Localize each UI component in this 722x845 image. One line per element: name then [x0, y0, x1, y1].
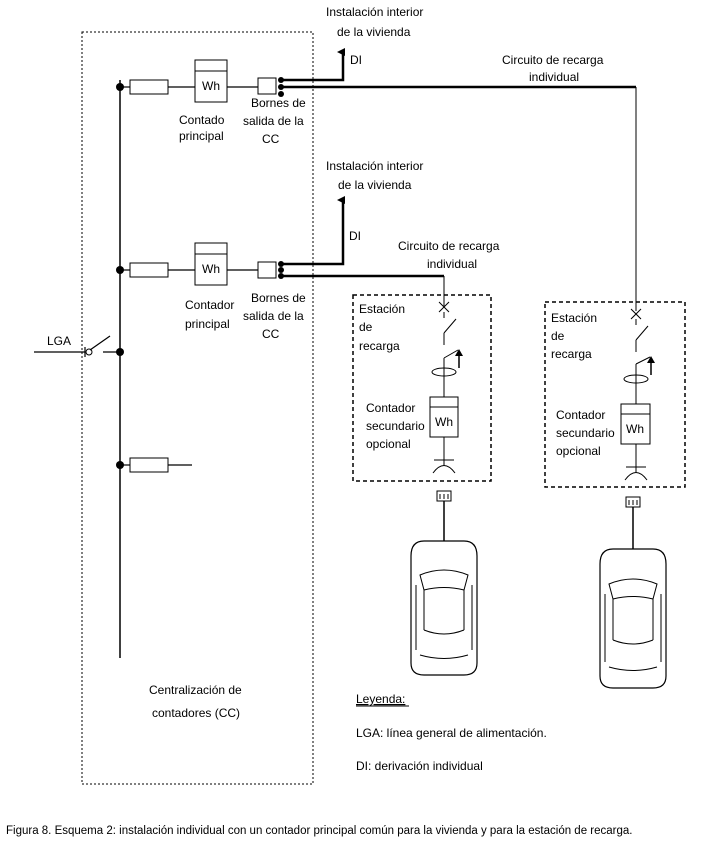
inst-mid-line1: Instalación interior — [326, 159, 423, 173]
terminal-mid — [257, 261, 277, 279]
di-top-line — [281, 48, 345, 82]
car-1 — [410, 540, 478, 676]
station1-meter-label3: opcional — [366, 437, 411, 451]
car-2 — [599, 548, 667, 689]
meter-top-wh: Wh — [202, 79, 220, 93]
station2-label1: Estación — [551, 311, 597, 325]
di-mid-label: DI — [349, 229, 361, 243]
legend-di: DI: derivación individual — [356, 759, 483, 773]
terminal-mid-label2: salida de la — [243, 309, 304, 323]
meter-top-label1: Contado — [179, 113, 225, 127]
station1-meter-label1: Contador — [366, 401, 415, 415]
cc-label-line2: contadores (CC) — [152, 706, 240, 720]
meter-mid-label1: Contador — [185, 298, 234, 312]
meter-top-label2: principal — [179, 129, 224, 143]
station1-label2: de — [359, 320, 373, 334]
fuse-mid — [129, 262, 169, 278]
inst-mid-line2: de la vivienda — [338, 178, 412, 192]
terminal-mid-label1: Bornes de — [251, 291, 306, 305]
station2-meter-label3: opcional — [556, 444, 601, 458]
charging-station-1 — [352, 294, 492, 482]
meter-mid — [194, 242, 228, 286]
connector-1 — [436, 490, 452, 541]
di-mid-line — [281, 196, 345, 266]
meter-mid-label2: principal — [185, 317, 230, 331]
station2-meter-label1: Contador — [556, 408, 605, 422]
circ-mid-line1: Circuito de recarga — [398, 239, 500, 253]
connector-2 — [625, 496, 641, 549]
station1-label1: Estación — [359, 302, 405, 316]
terminal-top-label1: Bornes de — [251, 96, 306, 110]
legend-title: Leyenda: — [356, 692, 405, 706]
cc-enclosure — [81, 31, 314, 785]
di-top-label: DI — [350, 53, 362, 67]
charging-station-2 — [544, 301, 686, 488]
figure-caption: Figura 8. Esquema 2: instalación individ… — [6, 825, 632, 837]
lga-label: LGA — [47, 334, 71, 348]
terminal-top-label2: salida de la — [243, 114, 304, 128]
station1-meter-label2: secundario — [366, 419, 425, 433]
terminal-mid-label3: CC — [262, 327, 280, 341]
station2-label2: de — [551, 329, 565, 343]
inst-top-line1: Instalación interior — [326, 5, 423, 19]
station2-circuit: Wh — [620, 303, 655, 481]
fuse-bottom — [129, 457, 169, 473]
circ-right-line1: Circuito de recarga — [502, 53, 604, 67]
fuse-top — [129, 79, 169, 95]
meter-sec1-wh: Wh — [435, 415, 453, 429]
lga-switch — [34, 335, 120, 357]
station2-meter-label2: secundario — [556, 426, 615, 440]
station1-circuit: Wh — [429, 300, 463, 474]
station2-label3: recarga — [551, 347, 592, 361]
terminal-top-label3: CC — [262, 132, 280, 146]
meter-top — [194, 59, 228, 103]
meter-mid-wh: Wh — [202, 262, 220, 276]
cc-label-line1: Centralización de — [149, 683, 242, 697]
circ-mid-line2: individual — [427, 257, 477, 271]
legend-lga: LGA: línea general de alimentación. — [356, 726, 547, 740]
terminal-top — [257, 77, 277, 95]
circ-right-line2: individual — [529, 70, 579, 84]
station1-label3: recarga — [359, 339, 400, 353]
inst-top-line2: de la vivienda — [337, 25, 411, 39]
meter-sec2-wh: Wh — [626, 422, 644, 436]
